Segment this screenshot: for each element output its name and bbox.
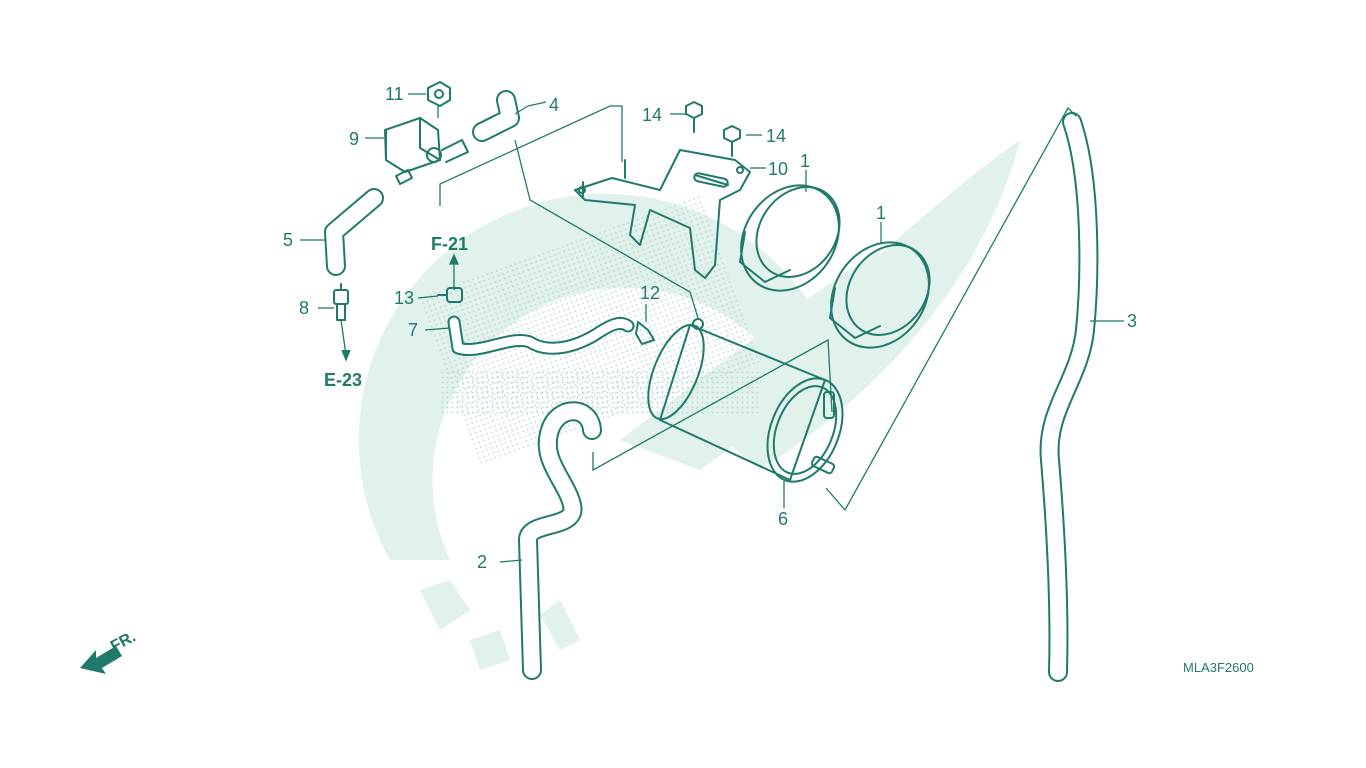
callout-9: 9 <box>349 129 359 149</box>
band-1-right[interactable] <box>811 223 949 366</box>
callout-13: 13 <box>394 288 414 308</box>
clip-12[interactable] <box>635 321 655 345</box>
front-arrow-icon <box>80 646 122 674</box>
callout-8: 8 <box>299 298 309 318</box>
callout-10: 10 <box>768 159 788 179</box>
stud-bolt <box>582 159 626 197</box>
callout-6: 6 <box>778 509 788 529</box>
callout-4: 4 <box>549 95 559 115</box>
callout-14a: 14 <box>642 105 662 125</box>
hose-7[interactable] <box>447 315 635 356</box>
callout-2: 2 <box>477 552 487 572</box>
callout-12: 12 <box>640 283 660 303</box>
reference-e23[interactable]: E-23 <box>324 370 362 390</box>
canister-6[interactable] <box>637 317 857 492</box>
drawing-code: MLA3F2600 <box>1183 660 1254 675</box>
hose-2[interactable] <box>518 401 602 680</box>
leader-lines <box>300 93 1124 563</box>
callout-3: 3 <box>1127 311 1137 331</box>
elbow-4[interactable] <box>472 90 520 142</box>
callout-1b: 1 <box>876 203 886 223</box>
callout-7: 7 <box>408 320 418 340</box>
front-direction-indicator: FR. <box>80 628 139 674</box>
watermark-logo <box>358 140 1020 670</box>
bolt-14-right[interactable] <box>723 125 741 157</box>
hose-5[interactable] <box>324 188 384 276</box>
tube-3[interactable] <box>1039 112 1099 682</box>
reference-f21[interactable]: F-21 <box>431 234 468 254</box>
band-1-left[interactable] <box>721 166 859 309</box>
nut-11[interactable] <box>427 81 451 107</box>
callout-1a: 1 <box>800 151 810 171</box>
bolt-14-left[interactable] <box>685 101 703 133</box>
joint-8[interactable] <box>333 283 349 321</box>
callout-11: 11 <box>385 84 404 104</box>
callout-14b: 14 <box>766 126 786 146</box>
callout-5: 5 <box>283 230 293 250</box>
solenoid-valve-9[interactable] <box>384 117 469 185</box>
